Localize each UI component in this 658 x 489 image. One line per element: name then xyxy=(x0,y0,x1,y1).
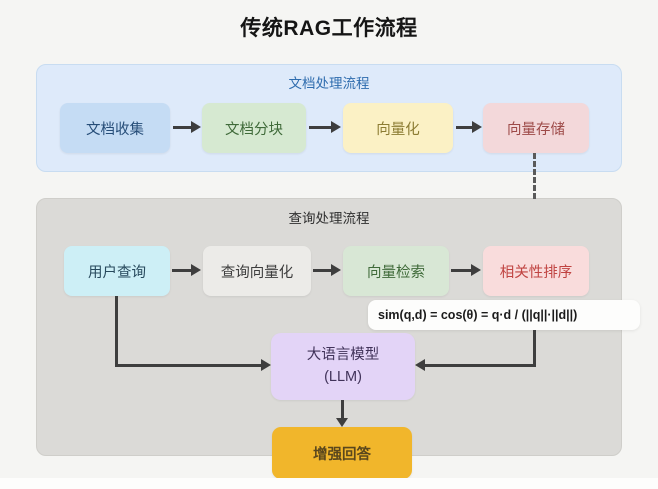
bottom-margin-strip xyxy=(0,478,658,489)
node-user-query: 用户查询 xyxy=(64,246,170,296)
node-label: 用户查询 xyxy=(88,264,146,281)
node-label: 查询向量化 xyxy=(220,264,294,281)
node-doc-collect: 文档收集 xyxy=(60,103,170,153)
arrow-queryvec-to-retrieve-icon xyxy=(313,264,341,276)
arrow-llm-to-answer-icon xyxy=(336,400,348,427)
llm-label-line2: (LLM) xyxy=(324,368,362,385)
node-label: 文档分块 xyxy=(225,121,283,138)
arrow-userquery-to-queryvec-icon xyxy=(172,264,201,276)
node-label: 向量检索 xyxy=(367,264,425,281)
similarity-formula: sim(q,d) = cos(θ) = q·d / (||q||·||d||) xyxy=(368,300,640,330)
node-query-vectorize: 查询向量化 xyxy=(203,246,311,296)
connector-userquery-to-llm-icon xyxy=(115,359,271,371)
node-vectorize: 向量化 xyxy=(343,103,453,153)
arrow-chunk-to-vectorize-icon xyxy=(309,121,341,133)
llm-label-line1: 大语言模型 xyxy=(306,346,380,363)
node-label: 向量化 xyxy=(376,121,420,138)
connector-rank-to-llm-icon xyxy=(415,359,536,371)
node-doc-chunk: 文档分块 xyxy=(202,103,306,153)
dashed-connector-store-to-query-icon xyxy=(533,153,536,199)
node-label: 文档收集 xyxy=(86,121,144,138)
arrow-collect-to-chunk-icon xyxy=(173,121,201,133)
node-label: 相关性排序 xyxy=(499,264,573,281)
doc-panel-title: 文档处理流程 xyxy=(288,76,370,91)
node-enhanced-answer: 增强回答 xyxy=(272,427,412,479)
node-vector-retrieve: 向量检索 xyxy=(343,246,449,296)
node-label: 增强回答 xyxy=(313,446,371,463)
node-vector-store: 向量存储 xyxy=(483,103,589,153)
diagram-title: 传统RAG工作流程 xyxy=(240,17,418,40)
node-llm: 大语言模型 (LLM) xyxy=(271,333,415,400)
arrow-vectorize-to-store-icon xyxy=(456,121,482,133)
node-relevance-rank: 相关性排序 xyxy=(483,246,589,296)
query-panel-title: 查询处理流程 xyxy=(288,211,370,226)
connector-userquery-down-icon xyxy=(115,296,118,364)
arrow-retrieve-to-rank-icon xyxy=(451,264,481,276)
connector-rank-down-icon xyxy=(533,330,536,367)
node-label: 向量存储 xyxy=(507,121,565,138)
